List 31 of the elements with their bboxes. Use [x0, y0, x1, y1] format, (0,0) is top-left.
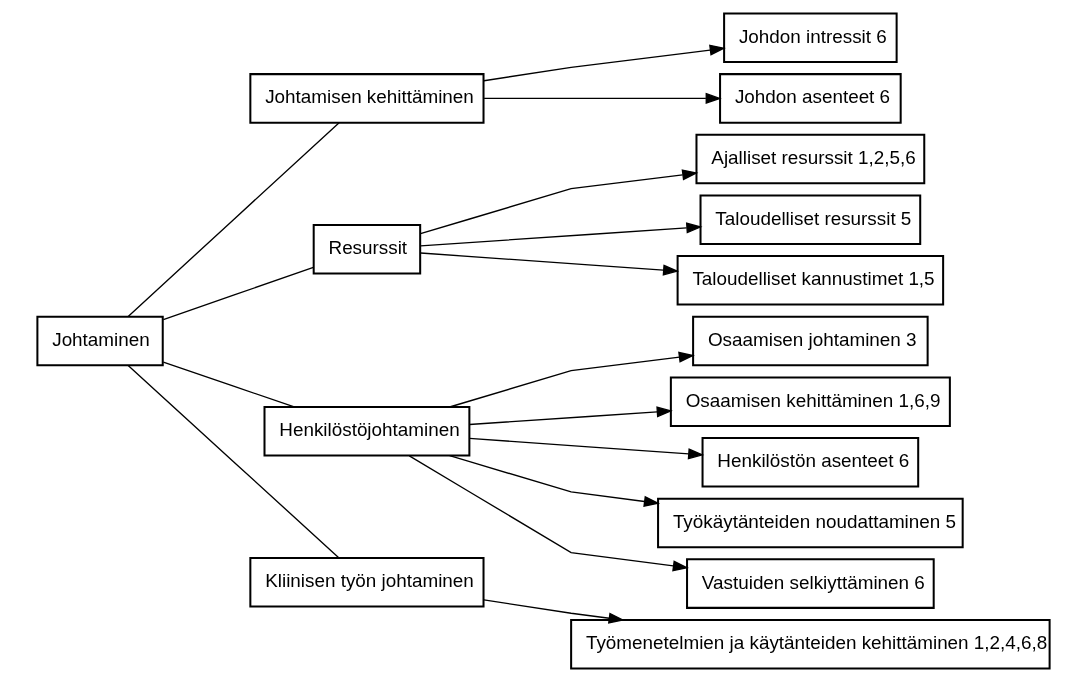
node-box: Henkilöstöjohtaminen: [263, 406, 471, 457]
node-box: Johtamisen kehittäminen: [249, 73, 485, 124]
arrow: [448, 454, 661, 508]
node-box: Vastuiden selkiyttäminen 6: [686, 558, 935, 609]
connector: [127, 122, 340, 318]
arrow: [468, 437, 705, 460]
node-box: Johdon intressit 6: [723, 12, 898, 63]
node-box: Ajalliset resurssit 1,2,5,6: [695, 133, 926, 185]
node-box: Taloudelliset kannustimet 1,5: [676, 255, 945, 306]
arrow: [483, 44, 726, 82]
node-box: Henkilöstön asenteet 6: [701, 437, 920, 488]
arrow: [419, 252, 680, 276]
arrow: [483, 92, 722, 105]
node-box: Johdon asenteet 6: [719, 73, 902, 124]
connector: [162, 266, 315, 321]
connector: [162, 361, 295, 408]
arrow: [419, 169, 699, 235]
node-box: Kliinisen työn johtaminen: [249, 557, 485, 608]
connector: [127, 364, 340, 559]
arrow: [468, 406, 673, 426]
node-box: Resurssit: [312, 224, 422, 275]
arrow: [408, 455, 689, 572]
arrow: [419, 222, 703, 247]
node-box: Työmenetelmien ja käytänteiden kehittäminen 1,2,4,6,8: [570, 619, 1051, 670]
node-box: Osaamisen johtaminen 3: [692, 315, 929, 367]
arrow: [483, 599, 625, 624]
node-box: Työkäytänteiden noudattaminen 5: [657, 497, 964, 549]
node-box: Taloudelliset resurssit 5: [699, 194, 922, 245]
node-box: Johtaminen: [36, 315, 164, 367]
arrow: [448, 351, 695, 408]
node-box: Osaamisen kehittäminen 1,6,9: [669, 376, 951, 427]
